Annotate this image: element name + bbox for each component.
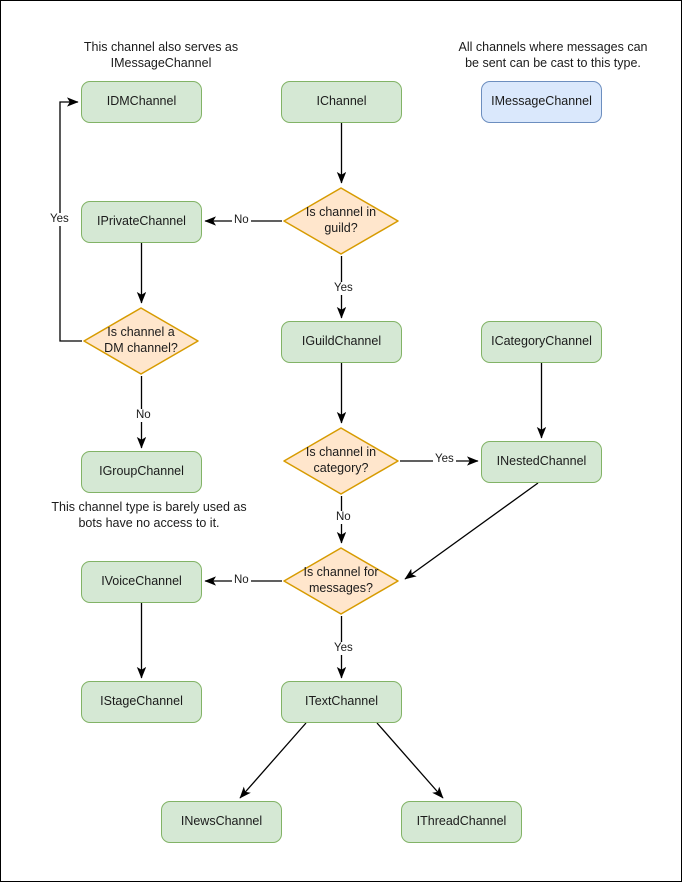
edge-itextchannel-to-inews — [239, 722, 307, 799]
node-istagechannel[interactable]: IStageChannel — [81, 681, 202, 723]
decision-label: Is channel for messages? — [303, 565, 379, 595]
diamond-shape — [283, 427, 399, 495]
node-label: ICategoryChannel — [491, 334, 592, 349]
edge-label-dm-no: No — [134, 409, 153, 422]
edge-label-messages-no: No — [232, 574, 251, 587]
edge-label-messages-yes: Yes — [332, 642, 355, 655]
edge-label-guild-no: No — [232, 214, 251, 227]
node-ithreadchannel[interactable]: IThreadChannel — [401, 801, 522, 843]
node-label: IThreadChannel — [416, 814, 507, 829]
node-iguildchannel[interactable]: IGuildChannel — [281, 321, 402, 363]
node-igroupchannel[interactable]: IGroupChannel — [81, 451, 202, 493]
node-label: IGroupChannel — [99, 464, 184, 479]
node-label: INestedChannel — [496, 454, 587, 469]
node-imessagechannel[interactable]: IMessageChannel — [481, 81, 602, 123]
decision-is-for-messages[interactable]: Is channel for messages? — [282, 546, 400, 616]
node-label: IStageChannel — [100, 694, 183, 709]
node-ichannel[interactable]: IChannel — [281, 81, 402, 123]
edge-label-guild-yes: Yes — [332, 282, 355, 295]
decision-label: Is channel in guild? — [305, 205, 377, 235]
edge-label-dm-yes: Yes — [48, 213, 71, 226]
diamond-shape — [283, 547, 399, 615]
node-label: IDMChannel — [106, 94, 177, 109]
decision-label: Is channel in category? — [305, 445, 377, 475]
node-inestedchannel[interactable]: INestedChannel — [481, 441, 602, 483]
node-label: INewsChannel — [180, 814, 263, 829]
decision-label: Is channel a DM channel? — [104, 325, 178, 355]
decision-is-in-guild[interactable]: Is channel in guild? — [282, 186, 400, 256]
annotation-idmchannel: This channel also serves as IMessageChan… — [83, 40, 239, 71]
node-iprivatechannel[interactable]: IPrivateChannel — [81, 201, 202, 243]
node-ivoicechannel[interactable]: IVoiceChannel — [81, 561, 202, 603]
node-label: IGuildChannel — [301, 334, 382, 349]
node-label: IPrivateChannel — [97, 214, 186, 229]
node-inewschannel[interactable]: INewsChannel — [161, 801, 282, 843]
node-label: IChannel — [316, 94, 367, 109]
node-itextchannel[interactable]: ITextChannel — [281, 681, 402, 723]
decision-is-in-category[interactable]: Is channel in category? — [282, 426, 400, 496]
diamond-shape — [283, 187, 399, 255]
node-idmchannel[interactable]: IDMChannel — [81, 81, 202, 123]
decision-is-dm-channel[interactable]: Is channel a DM channel? — [82, 306, 200, 376]
edge-label-category-yes: Yes — [433, 453, 456, 466]
node-icategorychannel[interactable]: ICategoryChannel — [481, 321, 602, 363]
edge-inested-to-ismessages — [404, 482, 539, 580]
node-label: ITextChannel — [305, 694, 378, 709]
node-label: IVoiceChannel — [101, 574, 182, 589]
edge-itextchannel-to-ithread — [376, 722, 444, 799]
annotation-imessagechannel: All channels where messages can be sent … — [458, 40, 648, 71]
annotation-igroupchannel: This channel type is barely used as bots… — [51, 500, 247, 531]
node-label: IMessageChannel — [491, 94, 592, 109]
diamond-shape — [83, 307, 199, 375]
edge-label-category-no: No — [334, 511, 353, 524]
